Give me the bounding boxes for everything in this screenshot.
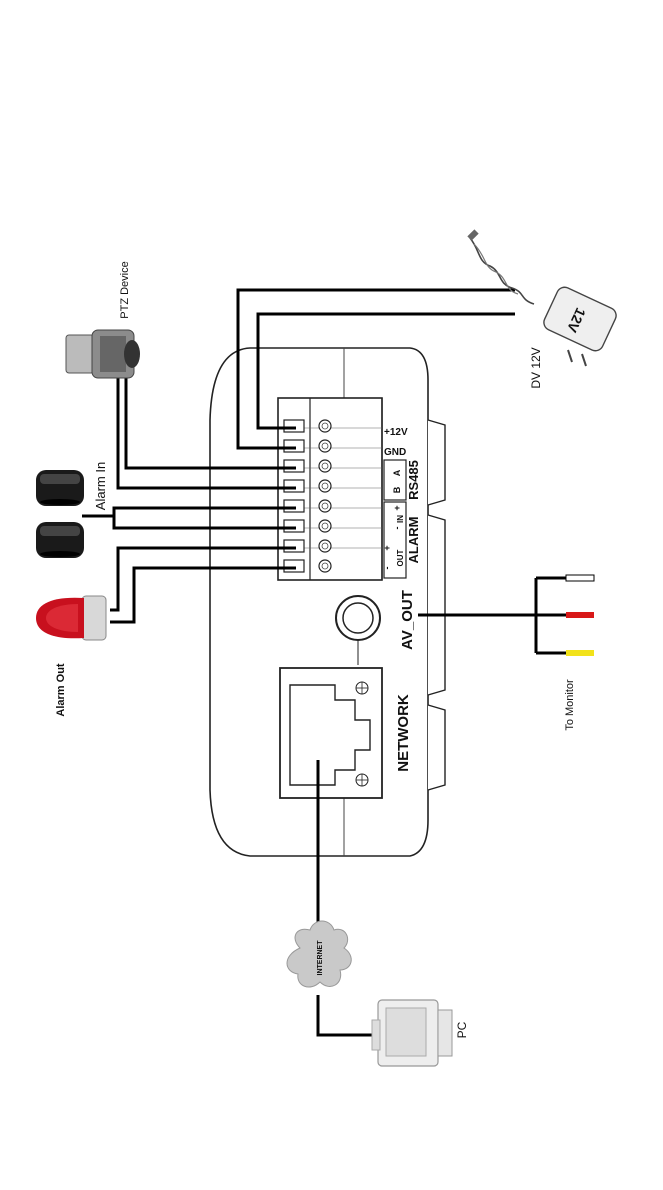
alarm-out-minus-label: - [382, 567, 392, 570]
power-adapter-icon [467, 229, 618, 366]
terminal-clamp [284, 460, 304, 472]
terminal-clamp [284, 480, 304, 492]
terminal-screw [319, 520, 331, 532]
alarm-out-plus-label: + [382, 545, 392, 550]
alarm-in-sensor-2-icon [36, 522, 84, 558]
network-port [280, 668, 382, 798]
internet-label: INTERNET [317, 940, 324, 976]
power-adapter-label: DV 12V [529, 347, 543, 388]
terminal-screw [319, 460, 331, 472]
alarm-in-minus-label: - [392, 527, 402, 530]
red-plug [566, 612, 594, 618]
alarm-out-short-label: OUT [396, 549, 405, 566]
white-plug [566, 575, 594, 581]
yellow-plug [566, 650, 594, 656]
terminal-clamp [284, 500, 304, 512]
alarm-in-plus-label: + [392, 505, 402, 510]
ptz-device-icon [66, 330, 140, 378]
monitor-plugs [566, 575, 594, 656]
wire-pc [318, 995, 380, 1035]
plus-12v-label: +12V [384, 427, 408, 438]
rs485-b-label: B [392, 486, 402, 493]
alarm-label: ALARM [406, 517, 421, 564]
terminal-screw [319, 440, 331, 452]
terminal-screw [319, 420, 331, 432]
pc-icon [372, 1000, 452, 1066]
alarm-out-beacon-icon [36, 596, 106, 640]
alarm-out-label: Alarm Out [55, 663, 67, 717]
pc-label: PC [455, 1021, 469, 1038]
network-label: NETWORK [395, 694, 412, 772]
terminal-screw [319, 560, 331, 572]
terminal-screw [319, 500, 331, 512]
ptz-device-label: PTZ Device [119, 261, 131, 318]
terminal-clamp [284, 540, 304, 552]
terminal-clamp [284, 560, 304, 572]
rs485-label: RS485 [406, 460, 421, 500]
to-monitor-label: To Monitor [564, 679, 576, 731]
rs485-a-label: A [392, 469, 402, 476]
alarm-in-short-label: IN [396, 515, 405, 523]
alarm-in-sensor-1-icon [36, 470, 84, 506]
gnd-label: GND [384, 447, 406, 458]
terminal-clamp [284, 440, 304, 452]
terminal-clamp [284, 420, 304, 432]
terminal-screw [319, 540, 331, 552]
terminal-clamp [284, 520, 304, 532]
terminal-screw [319, 480, 331, 492]
av-out-label: AV_OUT [399, 590, 416, 650]
alarm-in-label: Alarm In [93, 462, 108, 510]
